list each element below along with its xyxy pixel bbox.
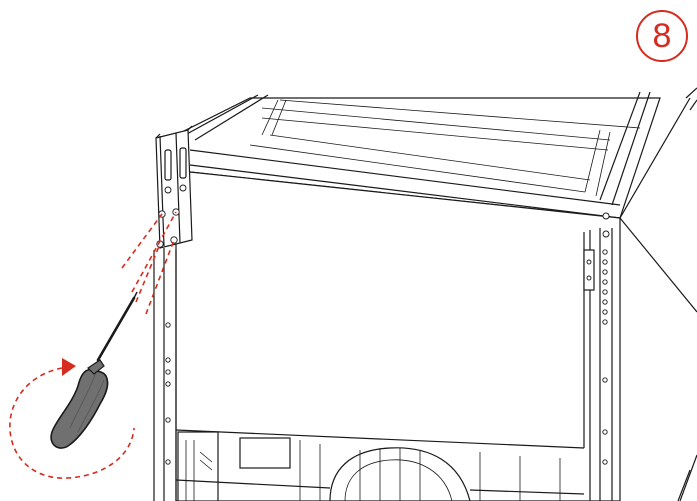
screwdriver-icon [50, 291, 138, 449]
right-post-holes [602, 249, 608, 465]
rotate-clockwise-arrow-icon [9, 358, 135, 479]
cabinet-top-frame [169, 87, 697, 219]
screw-guide-lines [121, 211, 177, 315]
hinge-bracket [155, 125, 193, 249]
step-number-label: 8 [652, 17, 672, 55]
step-number-badge: 8 [636, 10, 688, 62]
left-upright-post [153, 248, 177, 501]
cabinet-front-panel [175, 171, 697, 501]
lower-mechanism [175, 431, 585, 501]
